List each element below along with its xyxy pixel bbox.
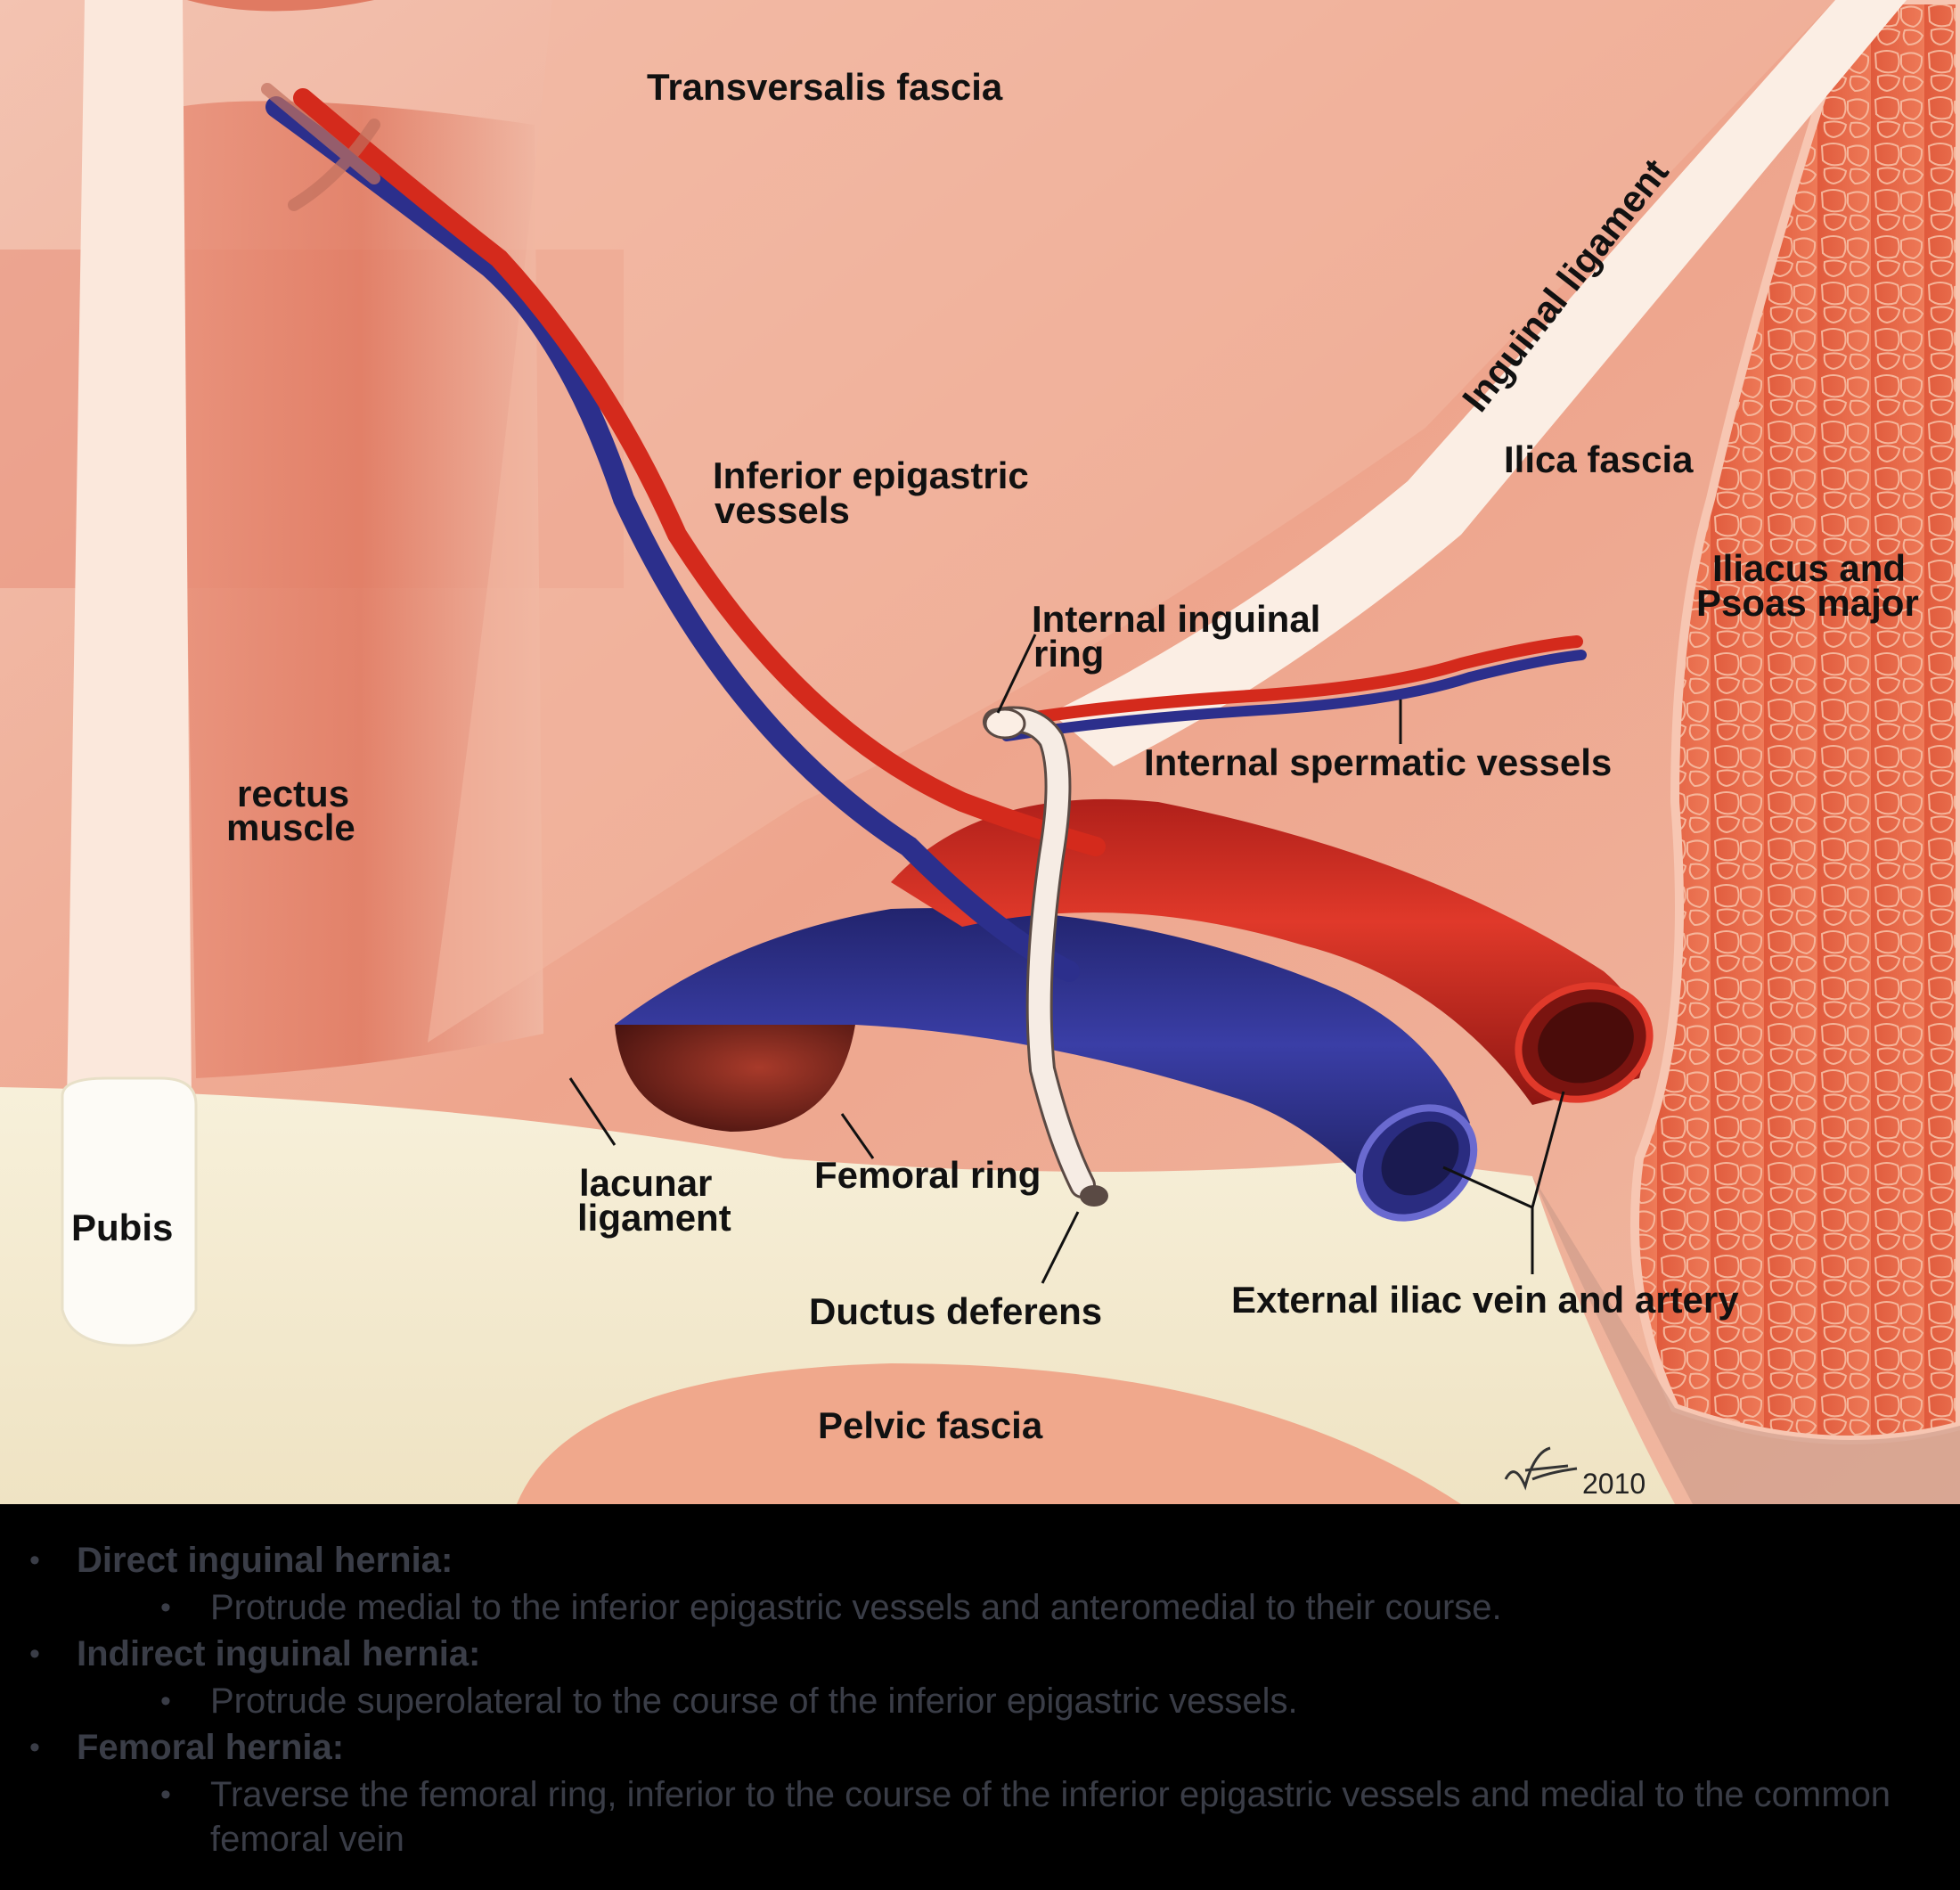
- label-ilica-fascia: Ilica fascia: [1504, 438, 1694, 480]
- note-heading: Femoral hernia:: [77, 1728, 345, 1767]
- label-internal-ring-line1: Internal inguinal: [1032, 598, 1320, 640]
- note-detail: Traverse the femoral ring, inferior to t…: [210, 1775, 1891, 1859]
- internal-spermatic-artery: [1000, 635, 1583, 728]
- leader-lines: [568, 634, 1565, 1284]
- label-lacunar-line2: ligament: [577, 1197, 731, 1239]
- inferior-epigastric-vein: [265, 96, 1080, 982]
- artist-signature: [1504, 1446, 1578, 1491]
- label-internal-spermatic-vessels: Internal spermatic vessels: [1144, 741, 1612, 783]
- sub-bullet: •: [160, 1684, 171, 1718]
- note-detail: Protrude medial to the inferior epigastr…: [210, 1588, 1502, 1627]
- label-internal-ring-line2: ring: [1033, 633, 1104, 675]
- pubis: [61, 1076, 198, 1347]
- label-lacunar-line1: lacunar: [579, 1162, 712, 1204]
- ductus-deferens: [985, 708, 1093, 1196]
- hernia-notes: • Direct inguinal hernia: • Protrude med…: [0, 1504, 1960, 1890]
- label-iliacus-line2: Psoas major: [1696, 582, 1919, 624]
- external-iliac-vein: [615, 908, 1470, 1212]
- internal-spermatic-vein: [1001, 650, 1587, 741]
- inferior-epigastric-artery: [293, 88, 1106, 856]
- bullet: •: [29, 1730, 40, 1764]
- note-heading: Direct inguinal hernia:: [77, 1541, 453, 1580]
- femoral-ring: [615, 1025, 855, 1132]
- internal-inguinal-ring: [984, 708, 1026, 740]
- label-inferior-epigastric-line1: Inferior epigastric: [713, 454, 1029, 496]
- label-transversalis-fascia: Transversalis fascia: [647, 66, 1003, 108]
- label-iliacus-line1: Iliacus and: [1712, 547, 1906, 589]
- note-detail: Protrude superolateral to the course of …: [210, 1681, 1298, 1721]
- inguinal-ligament: [1051, 0, 1907, 766]
- pelvic-fascia: [517, 1363, 1461, 1504]
- external-iliac-artery: [891, 798, 1644, 1105]
- label-pubis: Pubis: [71, 1207, 173, 1248]
- note-heading: Indirect inguinal hernia:: [77, 1634, 481, 1673]
- linea-alba: [67, 0, 192, 1105]
- bullet: •: [29, 1543, 40, 1577]
- label-femoral-ring: Femoral ring: [814, 1154, 1041, 1196]
- anatomy-illustration: Transversalis fascia Inguinal ligament I…: [0, 0, 1960, 1504]
- label-ductus-deferens: Ductus deferens: [809, 1290, 1102, 1332]
- signature-year: 2010: [1582, 1468, 1646, 1500]
- sub-bullet: •: [160, 1591, 171, 1624]
- label-external-iliac: External iliac vein and artery: [1231, 1279, 1739, 1321]
- sub-bullet: •: [160, 1778, 171, 1812]
- label-inferior-epigastric-line2: vessels: [715, 489, 850, 531]
- label-pelvic-fascia: Pelvic fascia: [818, 1404, 1043, 1446]
- label-rectus-line1: rectus: [237, 773, 349, 814]
- pubic-bone: [0, 1087, 1675, 1504]
- label-rectus-line2: muscle: [226, 806, 355, 848]
- bullet: •: [29, 1637, 40, 1671]
- rectus-muscle: [178, 101, 543, 1078]
